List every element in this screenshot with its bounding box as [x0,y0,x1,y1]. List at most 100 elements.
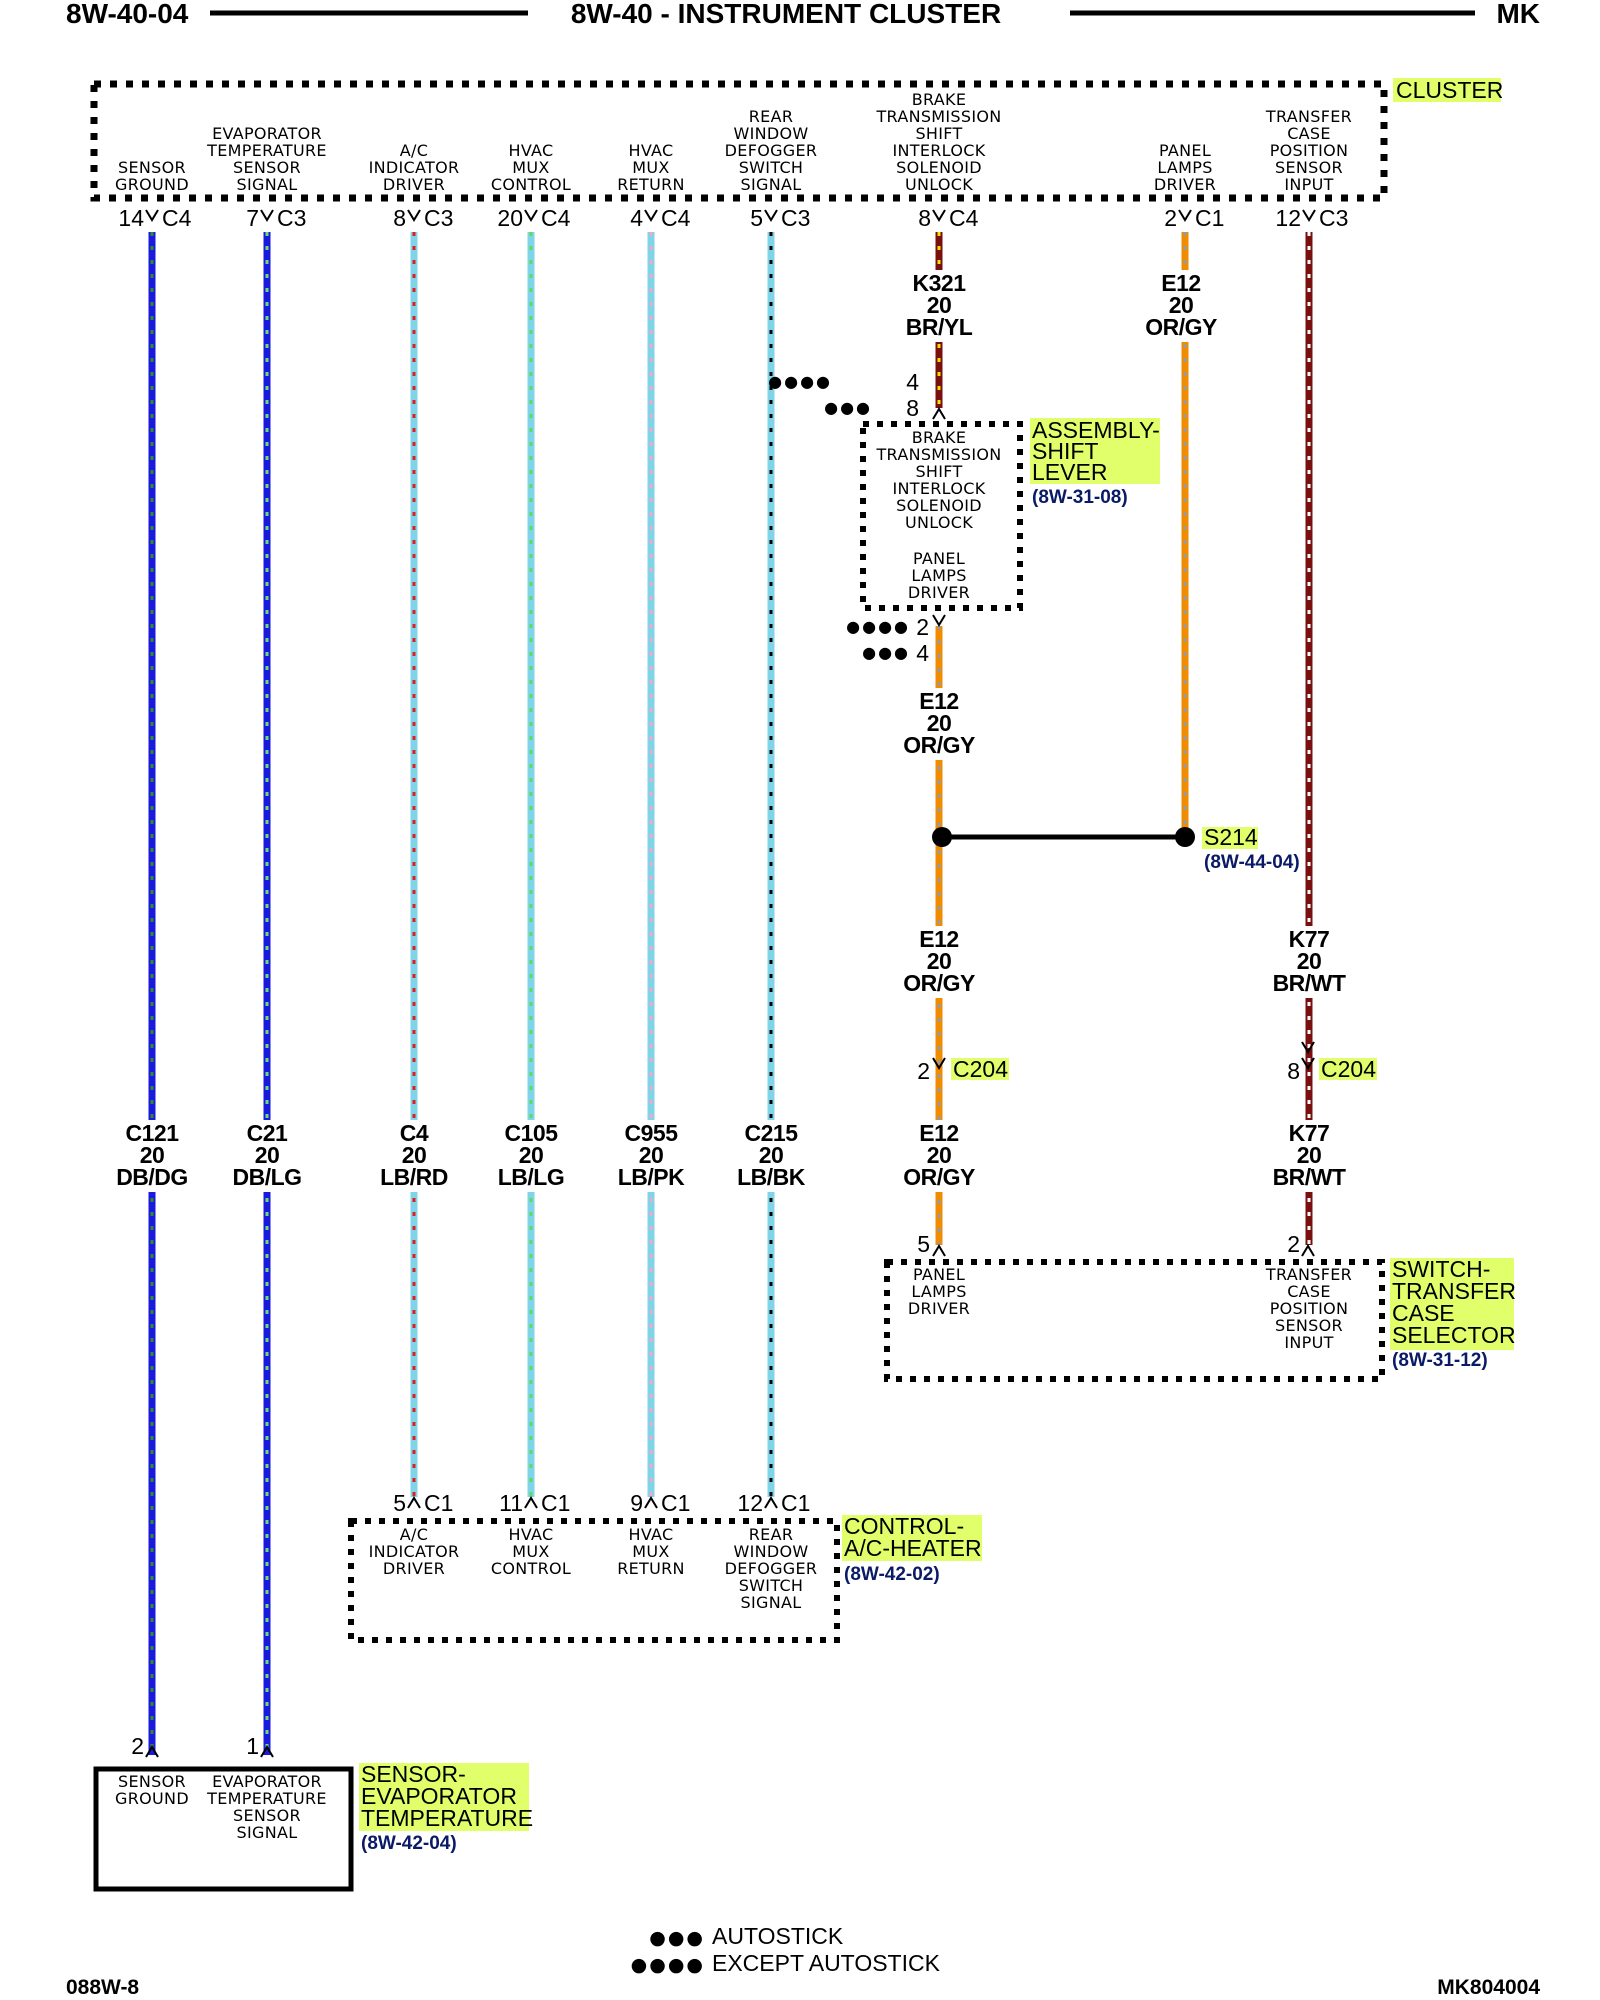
svg-text:20: 20 [1169,292,1194,318]
cluster-name-highlight [1393,78,1501,102]
wire-gauge: 20 [759,1142,784,1168]
wire-gauge: 20 [639,1142,664,1168]
shift-lever-func: SOLENOID [896,496,982,515]
cluster-name: CLUSTER [1396,77,1503,103]
switch-func-b: INPUT [1284,1333,1333,1352]
wire-gauge: 20 [140,1142,165,1168]
svg-text:20: 20 [1297,1142,1322,1168]
label-e12-switch: E12 20 OR/GY [900,1120,980,1192]
cluster-pin-label: REAR [749,107,794,126]
cluster-pin-connector: C3 [1319,205,1348,231]
hvac-pin-label: WINDOW [733,1542,808,1561]
hvac-pin-label: DRIVER [383,1559,445,1578]
hvac-pin-label: RETURN [617,1559,685,1578]
wire-circuit: C21 [247,1120,288,1146]
switch-func-a: LAMPS [911,1282,966,1301]
shift-lever-name-1: ASSEMBLY- [1032,417,1160,443]
cluster-pin-label: SIGNAL [741,175,802,194]
cluster-pin-label: TRANSMISSION [875,107,1001,126]
switch-name-1: SWITCH- [1392,1256,1490,1282]
cluster-pin-label: CONTROL [491,175,571,194]
cluster-pin-label: DEFOGGER [725,141,818,160]
switch-pin-a: 5 [917,1231,930,1257]
shift-lever-func: DRIVER [908,583,970,602]
cluster-pin-number: 20 [497,205,523,231]
left-wire-bundle: C12120DB/DGC2120DB/LGC420LB/RDC10520LB/L… [114,232,809,1755]
hvac-pin-connector: C1 [661,1490,690,1516]
shift-lever-name-3: LEVER [1032,459,1107,485]
cluster-pin-label: CASE [1287,124,1331,143]
hvac-pin-label: REAR [749,1525,794,1544]
hvac-pin-label: MUX [512,1542,549,1561]
shift-lever-func: SHIFT [915,462,962,481]
cluster-pin-label: LAMPS [1157,158,1212,177]
cluster-pin-label: INDICATOR [369,158,460,177]
legend-autostick: AUTOSTICK [712,1923,844,1949]
cluster-pin-connector: C4 [162,205,192,231]
svg-text:E12: E12 [1161,270,1200,296]
cluster-pin-label: SOLENOID [896,158,982,177]
cluster-pin-label: SWITCH [739,158,804,177]
cluster-pin-number: 14 [118,205,144,231]
svg-text:20: 20 [927,1142,952,1168]
svg-text:20: 20 [1297,948,1322,974]
shift-lever-func: UNLOCK [905,513,973,532]
hvac-ref: (8W-42-02) [844,1564,940,1585]
switch-func-a: PANEL [913,1265,965,1284]
label-k321: K321 20 BR/YL [906,270,973,342]
cluster-pin-label: EVAPORATOR [212,124,322,143]
switch-name-3: CASE [1392,1300,1455,1326]
c204-name-a: C204 [953,1056,1008,1082]
cluster-pin-label: MUX [512,158,549,177]
cluster-pin-number: 4 [630,205,643,231]
svg-text:E12: E12 [919,1120,958,1146]
hvac-pin-label: INDICATOR [369,1542,460,1561]
cluster-pin-connector: C3 [424,205,453,231]
wire-color: LB/PK [618,1164,685,1190]
hvac-pin-number: 12 [737,1490,763,1516]
cluster-pin-label: SENSOR [233,158,301,177]
legend-except-autostick: EXCEPT AUTOSTICK [712,1950,941,1976]
wire-gauge: 20 [402,1142,427,1168]
cluster-pin-label: WINDOW [733,124,808,143]
shift-lever-functions: BRAKETRANSMISSIONSHIFTINTERLOCKSOLENOIDU… [875,428,1001,602]
shift-lever-func: BRAKE [912,428,967,447]
shift-lever-pin-top-b: 8 [906,395,919,421]
shift-lever-func: LAMPS [911,566,966,585]
hvac-pin-number: 9 [630,1490,643,1516]
autostick-dots: ●●● [824,398,872,417]
sensor-name-1: SENSOR- [361,1761,466,1787]
hvac-name-1: CONTROL- [844,1513,964,1539]
hvac-pin-connector: C1 [541,1490,570,1516]
sensor-pin-label: SENSOR [118,1772,186,1791]
wire-color: DB/DG [116,1164,188,1190]
cluster-pin: BRAKETRANSMISSIONSHIFTINTERLOCKSOLENOIDU… [875,90,1001,231]
svg-text:20: 20 [927,292,952,318]
cluster-pin-label: BRAKE [912,90,967,109]
svg-text:OR/GY: OR/GY [903,1164,975,1190]
legend-autostick-dots: ●●● [649,1927,705,1949]
right-wire-labels: K321 20 BR/YL E12 20 OR/GY E12 20 OR/GY … [900,270,1350,1192]
shift-lever-func: PANEL [913,549,965,568]
label-e12-cluster: E12 20 OR/GY [1140,270,1220,342]
wire-color: DB/LG [232,1164,301,1190]
hvac-pin-label: DEFOGGER [725,1559,818,1578]
svg-text:OR/GY: OR/GY [903,970,975,996]
cluster-pin-label: SENSOR [1275,158,1343,177]
switch-func-b: POSITION [1270,1299,1349,1318]
header: 8W-40-04 8W-40 - INSTRUMENT CLUSTER MK [66,0,1540,29]
cluster-pin-label: INTERLOCK [893,141,986,160]
switch-func-b: CASE [1287,1282,1331,1301]
cluster-pin-label: INPUT [1284,175,1333,194]
switch-func-a: DRIVER [908,1299,970,1318]
page-title: 8W-40 - INSTRUMENT CLUSTER [571,0,1001,29]
